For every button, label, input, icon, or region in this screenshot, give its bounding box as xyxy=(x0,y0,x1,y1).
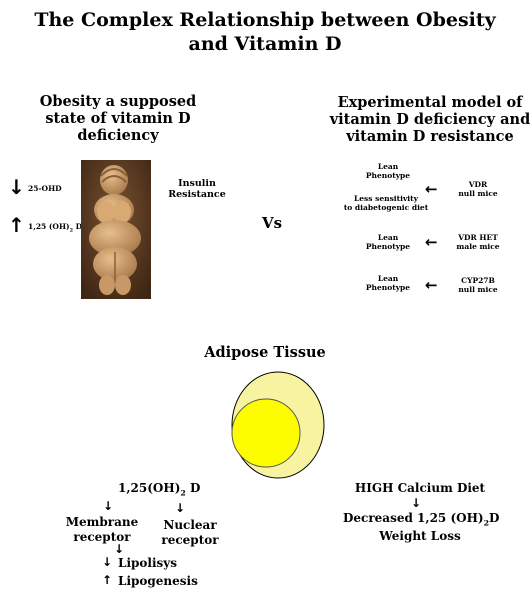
less-sensitivity-line-1: Less sensitivity xyxy=(354,194,418,203)
down-arrow-icon: ↓ xyxy=(8,175,25,199)
membrane-line-1: Membrane xyxy=(65,515,139,529)
nuclear-line-2: receptor xyxy=(161,533,219,547)
right-heading: Experimental model of vitamin D deficien… xyxy=(325,94,530,145)
title-line-1: The Complex Relationship between Obesity xyxy=(34,9,496,31)
marker-25ohd: 25-OHD xyxy=(28,184,62,193)
right-heading-line-1: Experimental model of xyxy=(337,94,523,111)
row1-left-arrow-icon: ← xyxy=(425,180,438,198)
bottom-left-head: 1,25(OH)2 D xyxy=(118,481,201,498)
row2-left-arrow-icon: ← xyxy=(425,233,438,251)
vs-label: Vs xyxy=(262,214,283,232)
row2-model: VDR HET male mice xyxy=(446,233,510,251)
row3-left-arrow-icon: ← xyxy=(425,276,438,294)
calcium-down-arrow-icon: ↓ xyxy=(411,496,422,510)
row3-model-line-2: null mice xyxy=(458,285,498,294)
lipogenesis-up-arrow-icon: ↑ xyxy=(102,573,113,587)
lipolisys-down-arrow-icon: ↓ xyxy=(102,555,113,569)
left-heading-line-2: state of vitamin D xyxy=(45,110,191,127)
membrane-receptor-label: Membrane receptor xyxy=(62,515,142,545)
row2-phenotype: Lean Phenotype xyxy=(358,233,418,251)
nuclear-line-1: Nuclear xyxy=(163,518,217,532)
decreased-125-label: Decreased 1,25 (OH)2D xyxy=(343,511,500,528)
row2-model-line-1: VDR HET xyxy=(458,233,498,242)
left-heading-line-1: Obesity a supposed xyxy=(39,93,197,110)
high-calcium-diet-label: HIGH Calcium Diet xyxy=(354,481,486,495)
row3-model: CYP27B null mice xyxy=(446,276,510,294)
venus-figurine-icon xyxy=(81,160,151,299)
row3-pheno-line-2: Phenotype xyxy=(365,283,411,292)
insulin-resistance-label: Insulin Resistance xyxy=(162,178,232,200)
up-arrow-icon: ↑ xyxy=(8,213,25,237)
less-sensitivity-label: Less sensitivity to diabetogenic diet xyxy=(336,194,436,212)
row1-pheno-line-2: Phenotype xyxy=(365,171,411,180)
receptor-down-arrow-icon: ↓ xyxy=(114,542,125,556)
lipogenesis-label: Lipogenesis xyxy=(118,574,198,588)
lipolisys-label: Lipolisys xyxy=(118,556,177,570)
adipose-tissue-label: Adipose Tissue xyxy=(204,344,326,361)
row1-model-line-1: VDR xyxy=(468,180,488,189)
row1-phenotype: Lean Phenotype xyxy=(358,162,418,180)
row3-pheno-line-1: Lean xyxy=(377,274,399,283)
right-heading-line-3: vitamin D resistance xyxy=(346,128,514,145)
figurine-image xyxy=(81,160,151,299)
adipose-inner-circle xyxy=(231,398,301,468)
row2-pheno-line-2: Phenotype xyxy=(365,242,411,251)
right-heading-line-2: vitamin D deficiency and xyxy=(329,111,530,128)
weight-loss-label: Weight Loss xyxy=(379,529,461,543)
membrane-line-2: receptor xyxy=(73,530,131,544)
insulin-line-1: Insulin xyxy=(178,178,216,189)
insulin-line-2: Resistance xyxy=(168,189,226,200)
page-title: The Complex Relationship between Obesity… xyxy=(0,8,530,56)
marker-125ohd: 1,25 (OH)2 D xyxy=(28,222,83,234)
left-heading: Obesity a supposed state of vitamin D de… xyxy=(18,93,218,144)
row1-model: VDR null mice xyxy=(448,180,508,198)
adipose-cell-diagram xyxy=(231,371,325,479)
row1-pheno-line-1: Lean xyxy=(377,162,399,171)
nuclear-down-arrow-icon: ↓ xyxy=(175,501,186,515)
row3-phenotype: Lean Phenotype xyxy=(358,274,418,292)
row2-pheno-line-1: Lean xyxy=(377,233,399,242)
membrane-down-arrow-icon: ↓ xyxy=(103,499,114,513)
row1-model-line-2: null mice xyxy=(458,189,498,198)
title-line-2: and Vitamin D xyxy=(188,33,342,55)
less-sensitivity-line-2: to diabetogenic diet xyxy=(343,203,429,212)
row2-model-line-2: male mice xyxy=(456,242,500,251)
left-heading-line-3: deficiency xyxy=(77,127,159,144)
row3-model-line-1: CYP27B xyxy=(461,276,495,285)
nuclear-receptor-label: Nuclear receptor xyxy=(150,518,230,548)
